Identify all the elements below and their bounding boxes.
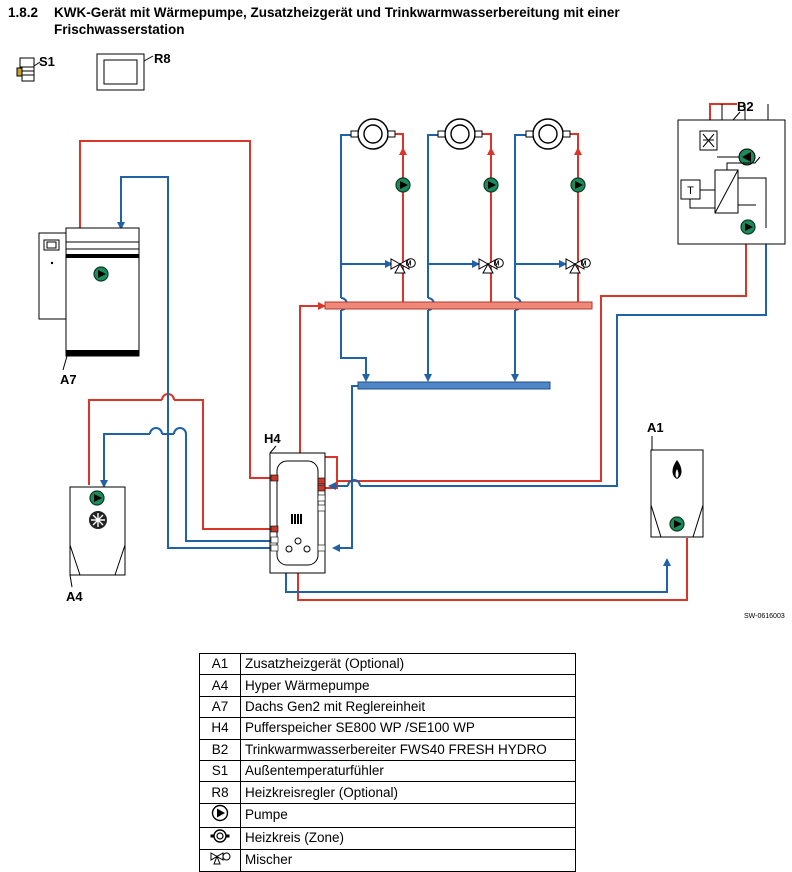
boiler-a1: A1 [647, 420, 704, 538]
legend-key: B2 [199, 738, 241, 761]
mixer-icon [210, 851, 231, 865]
legend-row: Pumpe [199, 802, 576, 828]
legend-row: Heizkreis (Zone) [199, 826, 576, 850]
legend-row: H4 Pufferspeicher SE800 WP /SE100 WP [199, 717, 576, 740]
legend-table: A1 Zusatzheizgerät (Optional) A4 Hyper W… [199, 652, 576, 872]
legend-key: A7 [199, 695, 241, 719]
legend-row: A4 Hyper Wärmepumpe [199, 674, 576, 697]
heating-zone-2: M [437, 118, 504, 274]
legend-row: A1 Zusatzheizgerät (Optional) [199, 652, 576, 676]
legend-text: Hyper Wärmepumpe [240, 674, 576, 697]
legend-text: Heizkreisregler (Optional) [240, 781, 576, 804]
buffer-tank-h4: H4 [264, 431, 326, 574]
legend-key: H4 [199, 717, 241, 740]
label-h4: H4 [264, 431, 281, 446]
heating-zone-1: M [350, 118, 416, 274]
heat-pump-a4: A4 [66, 486, 126, 604]
supply-pipes-red [79, 103, 747, 601]
chp-unit-a7: A7 [38, 227, 140, 387]
label-a1: A1 [647, 420, 664, 435]
legend-text: Mischer [240, 848, 576, 872]
legend-pump-icon-cell [199, 802, 241, 828]
return-manifold [357, 381, 551, 390]
legend-row: R8 Heizkreisregler (Optional) [199, 781, 576, 804]
blue-flow-arrows [100, 222, 671, 566]
svg-text:M: M [494, 261, 500, 268]
hydraulic-diagram: S1 R8 [16, 51, 786, 620]
room-controller-r8: R8 [96, 51, 171, 91]
heating-zone-3: M [525, 118, 591, 274]
svg-text:M: M [581, 261, 587, 268]
outdoor-sensor-s1: S1 [16, 54, 55, 82]
legend-key: A1 [199, 652, 241, 676]
legend-row: B2 Trinkwarmwasserbereiter FWS40 FRESH H… [199, 738, 576, 761]
title-line-1: KWK-Gerät mit Wärmepumpe, Zusatzheizgerä… [54, 5, 620, 20]
heating-circuit-icon [210, 829, 230, 843]
drawing-code: SW-0616003 [744, 613, 785, 620]
label-s1: S1 [39, 54, 55, 69]
fresh-water-station-b2: T B2 [677, 99, 786, 245]
label-temp-sensor: T [687, 185, 694, 197]
legend-key: A4 [199, 674, 241, 697]
legend-row: Mischer [199, 848, 576, 872]
label-b2: B2 [737, 99, 754, 114]
pump-icon [211, 804, 229, 821]
legend-row: A7 Dachs Gen2 mit Reglereinheit [199, 695, 576, 719]
legend-zone-icon-cell [199, 826, 241, 850]
legend-text: Zusatzheizgerät (Optional) [240, 652, 576, 676]
label-a7: A7 [60, 372, 77, 387]
legend-row: S1 Außentemperaturfühler [199, 759, 576, 783]
label-a4: A4 [66, 589, 83, 604]
legend-text: Pufferspeicher SE800 WP /SE100 WP [240, 717, 576, 740]
legend-mixer-icon-cell [199, 848, 241, 872]
legend-key: R8 [199, 781, 241, 804]
section-number: 1.8.2 [8, 5, 39, 20]
title-line-2: Frischwasserstation [54, 22, 185, 37]
legend-text: Pumpe [240, 802, 576, 828]
page-title: 1.8.2 KWK-Gerät mit Wärmepumpe, Zusatzhei… [8, 4, 620, 38]
legend-key: S1 [199, 759, 241, 783]
legend-text: Trinkwarmwasserbereiter FWS40 FRESH HYDR… [240, 738, 576, 761]
svg-text:M: M [406, 261, 412, 268]
legend-text: Außentemperaturfühler [240, 759, 576, 783]
legend-text: Dachs Gen2 mit Reglereinheit [240, 695, 576, 719]
supply-manifold [324, 301, 593, 310]
red-flow-arrows [318, 147, 582, 310]
legend-text: Heizkreis (Zone) [240, 826, 576, 850]
label-r8: R8 [154, 51, 171, 66]
